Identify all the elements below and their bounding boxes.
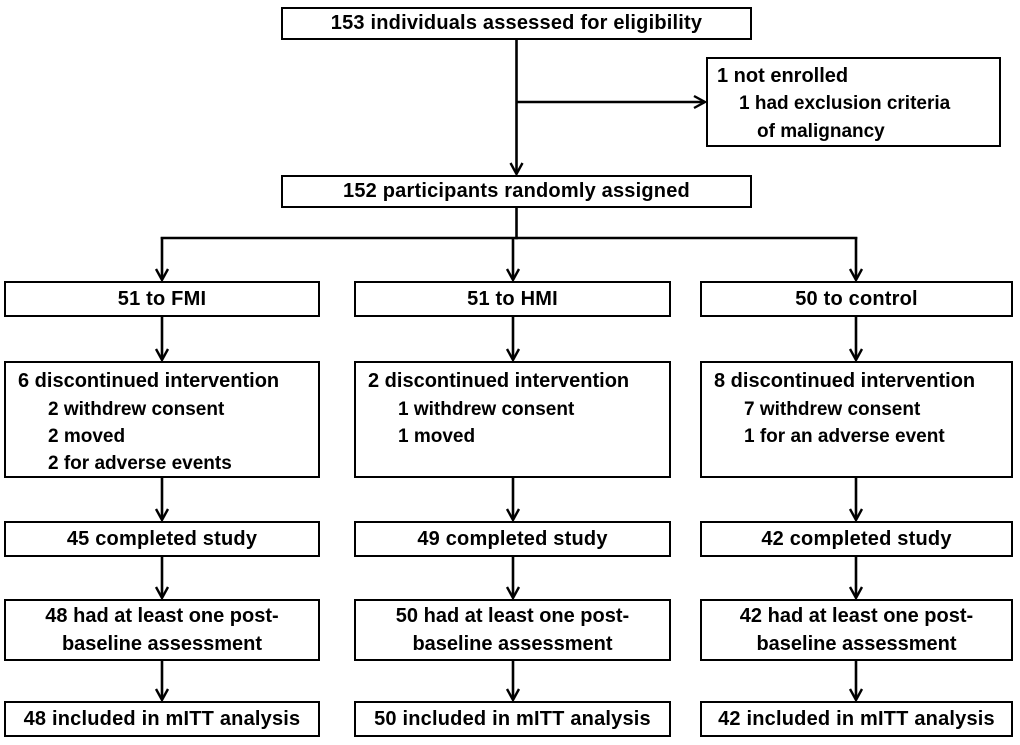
control-postbaseline-line2: baseline assessment [756,633,957,655]
control-mitt-box: 42 included in mITT analysis [700,701,1013,737]
hmi-postbaseline-box: 50 had at least one post- baseline asses… [354,599,671,661]
fmi-completed-text: 45 completed study [66,527,258,550]
not-enrolled-reason-continued: of malignancy [757,121,885,142]
fmi-discontinued-title: 6 discontinued intervention [18,370,280,392]
fmi-postbaseline-box: 48 had at least one post- baseline asses… [4,599,320,661]
hmi-mitt-box: 50 included in mITT analysis [354,701,671,737]
fmi-postbaseline-line2: baseline assessment [61,633,263,655]
control-assigned-text: 50 to control [795,287,918,310]
control-completed-box: 42 completed study [700,521,1013,557]
control-assigned-box: 50 to control [700,281,1013,317]
hmi-discontinued-title: 2 discontinued intervention [368,370,630,392]
not-enrolled-box: 1 not enrolled 1 had exclusion criteria … [706,57,1001,147]
fmi-discontinued-reason: 2 withdrew consent [48,399,225,420]
eligibility-text: 153 individuals assessed for eligibility [330,12,703,34]
not-enrolled-title: 1 not enrolled [717,65,849,87]
hmi-postbaseline-line2: baseline assessment [412,633,613,655]
control-completed-text: 42 completed study [761,527,952,550]
control-discontinued-title: 8 discontinued intervention [714,370,976,392]
fmi-discontinued-box: 6 discontinued intervention 2 withdrew c… [4,361,320,478]
control-discontinued-reason: 1 for an adverse event [744,426,945,447]
control-mitt-text: 42 included in mITT analysis [718,707,995,730]
fmi-assigned-text: 51 to FMI [117,287,207,310]
randomized-text: 152 participants randomly assigned [343,180,690,202]
hmi-completed-box: 49 completed study [354,521,671,557]
fmi-completed-box: 45 completed study [4,521,320,557]
hmi-discontinued-reason: 1 withdrew consent [398,399,575,420]
hmi-postbaseline-line1: 50 had at least one post- [395,605,630,627]
control-discontinued-box: 8 discontinued intervention 7 withdrew c… [700,361,1013,478]
hmi-discontinued-box: 2 discontinued intervention 1 withdrew c… [354,361,671,478]
fmi-discontinued-reason: 2 for adverse events [48,453,232,474]
eligibility-box: 153 individuals assessed for eligibility [281,7,752,40]
fmi-assigned-box: 51 to FMI [4,281,320,317]
fmi-mitt-box: 48 included in mITT analysis [4,701,320,737]
hmi-assigned-box: 51 to HMI [354,281,671,317]
control-discontinued-reason: 7 withdrew consent [744,399,921,420]
fmi-discontinued-reason: 2 moved [48,426,126,447]
fmi-postbaseline-line1: 48 had at least one post- [45,605,279,627]
hmi-mitt-text: 50 included in mITT analysis [374,707,651,730]
control-postbaseline-box: 42 had at least one post- baseline asses… [700,599,1013,661]
hmi-discontinued-reason: 1 moved [398,426,476,447]
control-postbaseline-line1: 42 had at least one post- [739,605,974,627]
hmi-completed-text: 49 completed study [417,527,608,550]
randomized-box: 152 participants randomly assigned [281,175,752,208]
not-enrolled-reason: 1 had exclusion criteria [739,93,951,114]
fmi-mitt-text: 48 included in mITT analysis [23,707,301,730]
hmi-assigned-text: 51 to HMI [467,287,558,310]
